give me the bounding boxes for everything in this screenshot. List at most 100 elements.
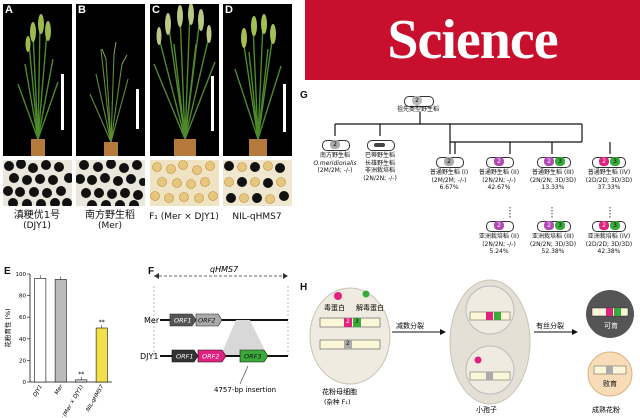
node-2-gene-icon: 2 xyxy=(436,157,464,168)
bar xyxy=(95,327,108,383)
node-0-line3: (2M/2M; -/-) xyxy=(317,167,353,174)
node-4-label: 普通野生稻 (III) (2N/2N; 3D/3D) 13.33% xyxy=(524,169,582,192)
y-tick-label: 40 xyxy=(19,337,26,343)
node-5-gene-icon: 2 3 xyxy=(592,157,626,168)
mer-orf1-label: ORF1 xyxy=(174,317,192,325)
node-3-gene-num: 2 xyxy=(494,157,504,166)
plant-label-mer: 南方野生稻 (Mer) xyxy=(74,210,146,232)
pollen-image-mer xyxy=(76,160,145,206)
x-tick-label: DJY1 xyxy=(32,384,44,398)
mer-orf2-block xyxy=(195,313,223,327)
node-5-line2: (2D/2D; 3D/3D) xyxy=(585,176,633,184)
pollen-dots-mer xyxy=(76,160,145,206)
node-3-line1: 普通野生稻 (II) xyxy=(478,169,520,176)
node-8-gene-num2: 3 xyxy=(610,221,620,230)
bar xyxy=(54,279,67,383)
panel-letter-e: E xyxy=(4,266,11,277)
node-6-gene-num: 2 xyxy=(494,221,504,230)
mer-orf2-label: ORF2 xyxy=(198,317,216,325)
pmc-gene-2-alt xyxy=(344,340,352,349)
node-5-pct: 37.33% xyxy=(597,184,621,191)
node-7-gene-icon: 2 3 xyxy=(537,221,571,232)
panel-letter-d: D xyxy=(225,4,233,16)
plant-label-mer-name: 南方野生稻 xyxy=(85,210,135,221)
plant-photo-f1: C xyxy=(150,4,219,156)
node-4-line1: 普通野生稻 (III) xyxy=(532,169,574,176)
node-2-pct: 6.67% xyxy=(439,184,459,191)
node-1-line1: 巴蒂野生稻 xyxy=(364,152,395,159)
plant-label-djy1-code: (DJY1) xyxy=(23,221,51,231)
plant-drawing-djy1 xyxy=(17,14,64,156)
djy1-orf1-block xyxy=(171,349,199,363)
node-8-line2: (2D/2D; 3D/3D) xyxy=(585,240,633,248)
insertion-label: 4757-bp insertion xyxy=(214,386,276,394)
node-8-gene-num: 2 xyxy=(599,221,609,230)
pollen-dots-nil xyxy=(223,160,292,206)
mitosis-label: 有丝分裂 xyxy=(536,321,564,330)
microspore-2-gene-2 xyxy=(486,372,493,380)
node-4-pct: 13.33% xyxy=(541,184,565,191)
bar xyxy=(34,278,47,383)
plant-drawing-f1 xyxy=(153,4,216,156)
node-4-line2: (2N/2N; 3D/3D) xyxy=(529,176,577,184)
djy1-orf2-label: ORF2 xyxy=(202,353,220,361)
antidote-label: 解毒蛋白 xyxy=(356,303,384,312)
meiosis-arrowhead xyxy=(440,329,446,335)
node-5-line1: 普通野生稻 (IV) xyxy=(587,169,631,176)
djy1-orf2-block xyxy=(197,349,227,363)
node-2-line1: 普通野生稻 (I) xyxy=(429,169,469,176)
y-tick-label: 20 xyxy=(19,358,26,364)
pmc-sublabel: (杂种 F₁) xyxy=(324,397,350,406)
node-7-line1: 亚洲栽培稻 (III) xyxy=(532,233,574,240)
pmc-gene-2 xyxy=(344,318,352,327)
sterile-gene-2 xyxy=(606,366,613,374)
microspore-2-skull-icon xyxy=(474,356,482,364)
fertile-gene-3 xyxy=(614,308,621,316)
root-label: 祖先类型野生稻 xyxy=(396,106,439,113)
range-arrow-left xyxy=(154,273,159,279)
plant-photo-mer: B xyxy=(76,4,145,156)
science-banner: Science xyxy=(305,0,640,80)
node-0-gene-num: 2 xyxy=(330,140,340,149)
node-8-pct: 42.38% xyxy=(597,248,621,255)
microspore-1-gene-2 xyxy=(486,312,493,320)
node-7-pct: 52.38% xyxy=(541,248,565,255)
plant-drawing-nil xyxy=(234,14,286,156)
plant-label-djy1: 滇粳优1号 (DJY1) xyxy=(1,210,73,232)
node-6-line2: (2N/2N; -/-) xyxy=(482,240,516,248)
node-0-line2: O.meridionalis xyxy=(313,159,357,167)
bar xyxy=(75,379,88,383)
node-1-gene-mark xyxy=(374,143,385,147)
root-gene-icon: 2 xyxy=(404,96,434,107)
node-1-gene-icon xyxy=(367,140,395,151)
plant-label-f1-name: F₁ (Mer × DJY1) xyxy=(149,212,219,222)
panel-letter-c: C xyxy=(152,4,160,16)
toxin-label: 毒蛋白 xyxy=(324,303,345,312)
panel-letter-a: A xyxy=(5,4,13,16)
science-logo-text: Science xyxy=(387,9,558,71)
node-7-line2: (2N/2N; 3D/3D) xyxy=(529,240,577,248)
microspore-label: 小孢子 xyxy=(476,405,497,414)
node-1-line4: (2N/2N; -/-) xyxy=(363,174,397,182)
node-7-label: 亚洲栽培稻 (III) (2N/2N; 3D/3D) 52.38% xyxy=(524,233,582,256)
insertion-shade xyxy=(220,320,268,357)
pmc-gene-2-alt-label: 2 xyxy=(346,340,350,347)
plant-label-f1: F₁ (Mer × DJY1) xyxy=(148,212,220,223)
plant-photo-djy1: A xyxy=(3,4,72,156)
microspore-1-gene-3 xyxy=(494,312,501,320)
plant-photo-nil: D xyxy=(223,4,292,156)
fertile-label: 可育 xyxy=(604,321,618,330)
pollen-dots-f1 xyxy=(150,160,219,206)
range-arrow-right xyxy=(283,273,288,279)
pmc-gene-2-label: 2 xyxy=(346,318,350,325)
node-0-gene-icon: 2 xyxy=(322,140,350,151)
node-5-label: 普通野生稻 (IV) (2D/2D; 3D/3D) 37.33% xyxy=(580,169,638,192)
node-5-gene-num: 2 xyxy=(599,157,609,166)
node-3-gene-icon: 2 xyxy=(486,157,514,168)
node-1-line2: 长雄野生稻 xyxy=(364,159,395,167)
node-4-gene-num: 2 xyxy=(544,157,554,166)
mer-label: Mer xyxy=(144,316,160,325)
y-tick-label: 100 xyxy=(16,272,27,278)
node-3-line2: (2N/2N; -/-) xyxy=(482,176,516,184)
panel-letter-g: G xyxy=(300,90,308,101)
